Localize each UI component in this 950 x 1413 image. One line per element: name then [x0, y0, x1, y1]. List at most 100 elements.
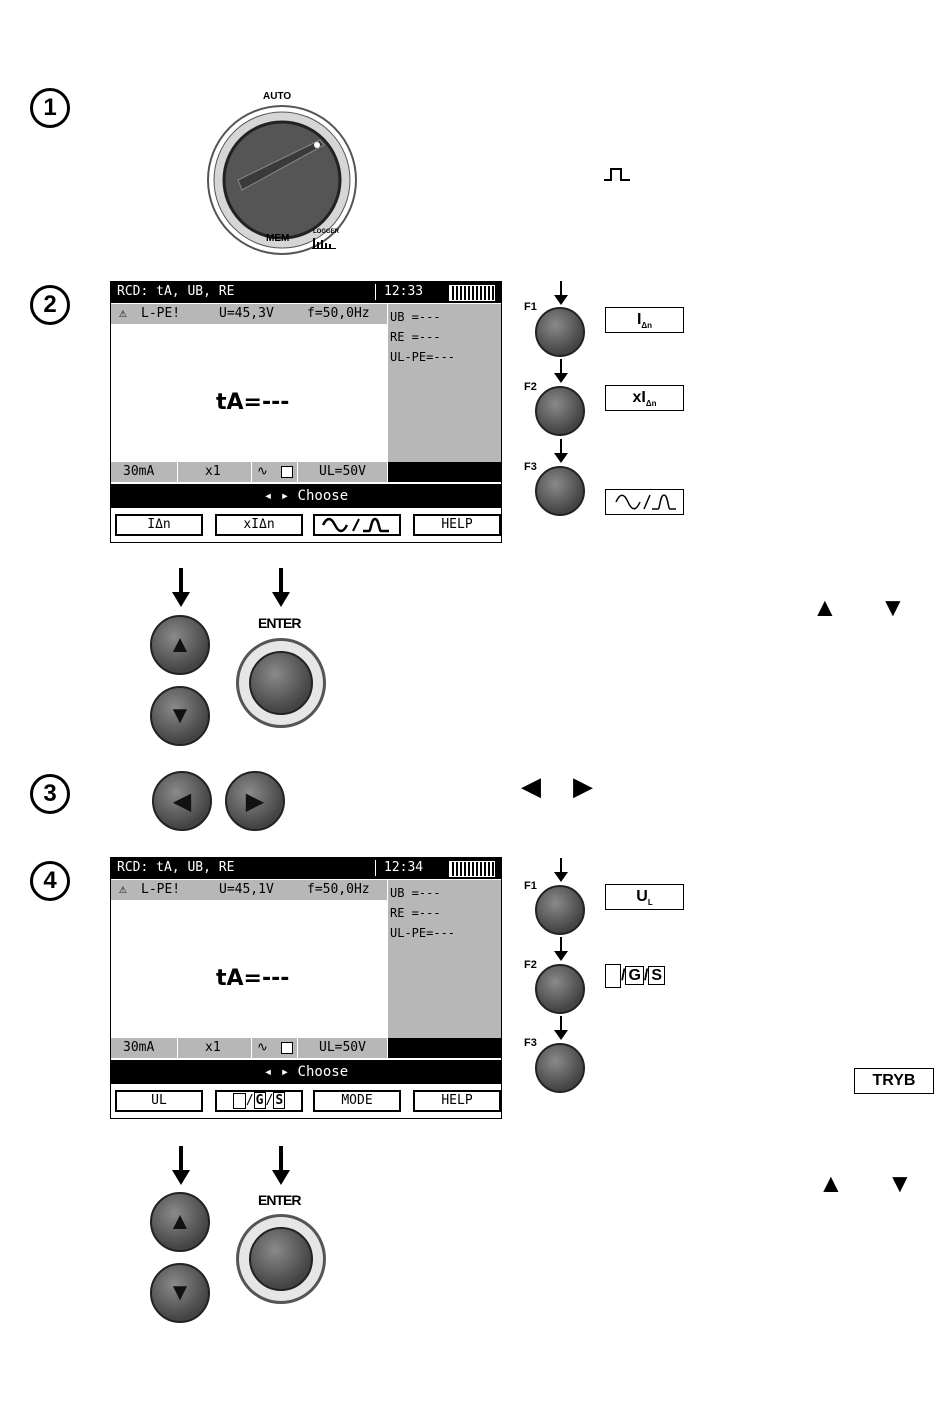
triangle-up-icon: ▲: [818, 1168, 844, 1198]
waveform-icon: [321, 517, 389, 533]
warning-icon: ⚠: [119, 882, 127, 897]
lcd-frequency: f=50,0Hz: [307, 882, 370, 897]
arrow-down-icon: [172, 1146, 190, 1185]
lcd-ub: UB =---: [390, 886, 441, 900]
lcd-status-bar: ⚠ L-PE! U=45,1V f=50,0Hz: [111, 880, 387, 900]
f2-button[interactable]: [535, 964, 585, 1014]
arrow-down-icon: [554, 858, 568, 882]
lcd-fkey-1[interactable]: UL: [115, 1090, 203, 1112]
triangle-up-icon: ▲: [168, 1208, 192, 1235]
triangle-down-icon: ▼: [887, 1168, 913, 1198]
right-button[interactable]: ▶: [225, 771, 285, 831]
lcd-fkey-2[interactable]: xIΔn: [215, 514, 303, 536]
sine-icon: ∿: [257, 1040, 268, 1055]
lcd-result: tA=---: [216, 390, 290, 415]
enter-label: ENTER: [258, 1192, 301, 1208]
triangle-left-icon: ◀: [172, 787, 192, 815]
dial-mem-label: MEM: [266, 233, 290, 244]
step-4-badge: 4: [30, 861, 70, 901]
lcd-ul: UL=50V: [319, 1040, 366, 1055]
legend-idn-main: I: [636, 311, 642, 328]
lcd-fkey-4[interactable]: HELP: [413, 1090, 501, 1112]
f3-label: F3: [524, 1037, 537, 1049]
lcd-side-panel: UB =--- RE =--- UL-PE=---: [388, 304, 501, 462]
legend-waveform: [605, 489, 684, 515]
left-button[interactable]: ◀: [152, 771, 212, 831]
lcd-current: 30mA: [123, 464, 155, 479]
warning-icon: ⚠: [119, 306, 127, 321]
legend-idn-sub: Δn: [641, 320, 653, 330]
lcd-params-bar: 30mA x1 ∿ UL=50V: [111, 1038, 387, 1058]
f2-button[interactable]: [535, 386, 585, 436]
lcd-title: RCD: tA, UB, RE: [117, 284, 235, 299]
lcd-params-bar: 30mA x1 ∿ UL=50V: [111, 462, 387, 482]
f3-button[interactable]: [535, 1043, 585, 1093]
enter-button[interactable]: [249, 651, 313, 715]
lcd-ulpe: UL-PE=---: [390, 350, 456, 364]
arrow-down-icon: [272, 568, 290, 607]
lcd-ulpe: UL-PE=---: [390, 926, 456, 940]
step-2-badge: 2: [30, 285, 70, 325]
arrow-down-icon: [554, 937, 568, 961]
lcd-warning: L-PE!: [141, 306, 181, 321]
f1-button[interactable]: [535, 307, 585, 357]
f3-button[interactable]: [535, 466, 585, 516]
arrow-down-icon: [272, 1146, 290, 1185]
rotary-dial[interactable]: [190, 85, 370, 265]
empty-box-icon: [232, 1092, 246, 1109]
up-button[interactable]: ▲: [150, 615, 210, 675]
down-button[interactable]: ▼: [150, 686, 210, 746]
lcd-fkey-3[interactable]: [313, 514, 401, 536]
triangle-right-icon: ▶: [245, 787, 265, 815]
battery-icon: [449, 285, 495, 301]
enter-button[interactable]: [249, 1227, 313, 1291]
lcd-multiplier: x1: [205, 464, 221, 479]
lcd-choose-bar: ◂ ▸ Choose: [111, 1060, 501, 1084]
gs-mode-icon: /G/S: [245, 1092, 286, 1109]
lcd-fkey-2[interactable]: /G/S: [215, 1090, 303, 1112]
lcd-fkey-4[interactable]: HELP: [413, 514, 501, 536]
arrow-down-icon: [554, 1016, 568, 1040]
lcd-voltage: U=45,1V: [219, 882, 274, 897]
step-1-badge: 1: [30, 88, 70, 128]
lcd-fkey-1[interactable]: IΔn: [115, 514, 203, 536]
rotary-dial-icon: [207, 105, 357, 255]
lcd-fkey-3[interactable]: MODE: [313, 1090, 401, 1112]
f3-label: F3: [524, 461, 537, 473]
battery-icon: [449, 861, 495, 877]
down-button[interactable]: ▼: [150, 1263, 210, 1323]
lcd-frequency: f=50,0Hz: [307, 306, 370, 321]
lcd-fkey-row: IΔn xIΔn HELP: [111, 510, 501, 542]
lcd-re: RE =---: [390, 906, 441, 920]
gs-mode-icon: /G/S: [621, 966, 666, 985]
lcd-re: RE =---: [390, 330, 441, 344]
triangle-down-icon: ▼: [168, 702, 192, 729]
f2-label: F2: [524, 959, 537, 971]
legend-ul-main: U: [636, 888, 648, 905]
legend-gs: /G/S: [605, 963, 666, 989]
lcd-fkey-row: UL /G/S MODE HELP: [111, 1086, 501, 1118]
lcd-choose-bar: ◂ ▸ Choose: [111, 484, 501, 508]
enter-label: ENTER: [258, 615, 301, 631]
lcd-side-panel: UB =--- RE =--- UL-PE=---: [388, 880, 501, 1038]
lcd-ub: UB =---: [390, 310, 441, 324]
pulse-icon: [604, 168, 630, 181]
arrow-down-icon: [554, 359, 568, 383]
lcd-warning: L-PE!: [141, 882, 181, 897]
arrow-down-icon: [554, 281, 568, 305]
up-button[interactable]: ▲: [150, 1192, 210, 1252]
legend-xidn-sub: Δn: [645, 398, 657, 408]
empty-box-icon: [605, 964, 621, 988]
lcd-status-bar: ⚠ L-PE! U=45,3V f=50,0Hz: [111, 304, 387, 324]
f1-label: F1: [524, 880, 537, 892]
legend-tryb: TRYB: [854, 1068, 934, 1094]
waveform-icon: [614, 494, 676, 510]
logger-icon: [312, 238, 336, 249]
f1-button[interactable]: [535, 885, 585, 935]
lcd-current: 30mA: [123, 1040, 155, 1055]
lcd-result: tA=---: [216, 966, 290, 991]
lcd-screen-1: RCD: tA, UB, RE 12:33 ⚠ L-PE! U=45,3V f=…: [110, 281, 502, 543]
lcd-ul: UL=50V: [319, 464, 366, 479]
dial-auto-label: AUTO: [263, 91, 292, 102]
